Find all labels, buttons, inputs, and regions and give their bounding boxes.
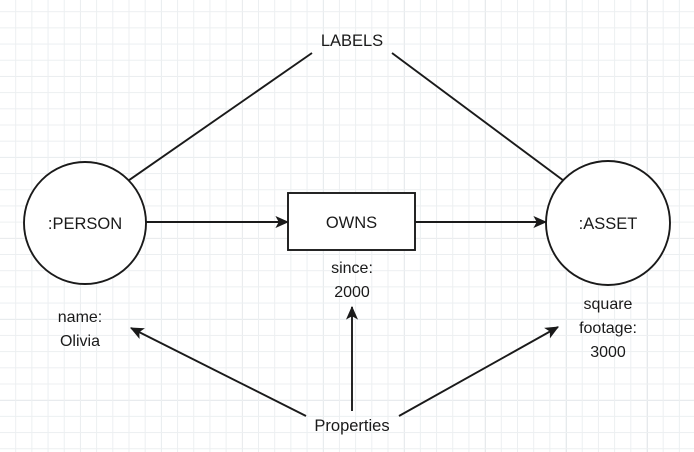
owns-relationship-box[interactable] <box>287 192 416 251</box>
person-node-circle[interactable] <box>23 161 147 285</box>
labels-callout-group: LABELS <box>98 32 592 202</box>
person-property-value: Olivia <box>60 333 100 350</box>
person-node-label: :PERSON <box>48 215 122 233</box>
person-property-key: name: <box>58 309 102 326</box>
person-property-text: name: Olivia <box>58 309 102 350</box>
asset-property-key-line2: footage: <box>579 320 637 337</box>
relationship-property-text: since: 2000 <box>331 260 373 301</box>
labels-callout-text: LABELS <box>321 32 383 50</box>
relationship-property-value: 2000 <box>334 284 370 301</box>
asset-property-key-line1: square <box>584 296 633 313</box>
properties-callout-group: Properties <box>130 305 559 435</box>
edge-labels-to-person <box>98 52 313 202</box>
edge-properties-to-asset-property <box>398 326 559 417</box>
asset-node-label: :ASSET <box>579 215 638 233</box>
relationship-owns[interactable]: OWNS <box>287 192 416 251</box>
node-asset[interactable]: :ASSET <box>545 160 671 286</box>
relationship-property-key: since: <box>331 260 373 277</box>
properties-callout-text: Properties <box>314 417 389 435</box>
owns-relationship-label: OWNS <box>326 214 377 232</box>
node-person[interactable]: :PERSON <box>23 161 147 285</box>
edge-properties-to-person-property <box>130 327 307 417</box>
asset-property-text: square footage: 3000 <box>579 296 637 361</box>
asset-property-value: 3000 <box>590 344 626 361</box>
edge-labels-to-asset <box>391 52 592 202</box>
